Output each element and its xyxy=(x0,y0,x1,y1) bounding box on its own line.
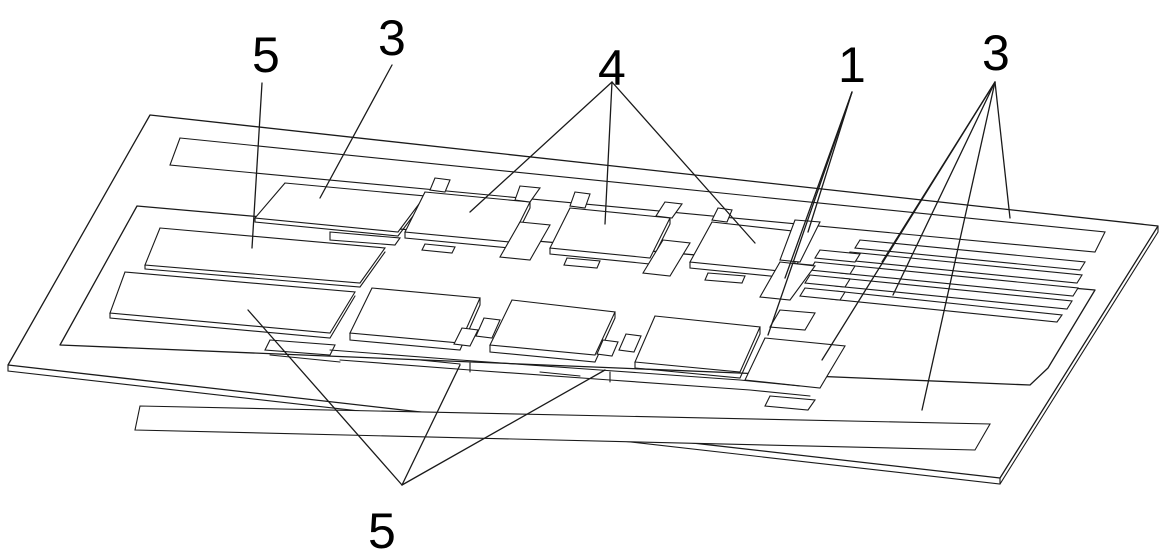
callout-5-bottom: 5 xyxy=(368,503,396,559)
part-5-upper-plate xyxy=(144,227,387,288)
callout-3-top-left: 3 xyxy=(378,10,406,66)
callout-1: 1 xyxy=(838,37,866,93)
leader-lines xyxy=(247,64,1011,486)
bottom-rails xyxy=(269,349,816,411)
callout-4: 4 xyxy=(598,40,626,96)
part-5-lower-plate xyxy=(109,271,356,356)
callout-3-top-right: 3 xyxy=(982,25,1010,81)
callout-5-top-left: 5 xyxy=(252,27,280,83)
middle-row-plates xyxy=(349,287,846,389)
part-4-plates xyxy=(404,177,811,284)
part-3-top-plate xyxy=(253,182,427,246)
callouts: 5 3 4 1 3 5 xyxy=(252,10,1010,559)
right-comb-strips xyxy=(759,219,1086,323)
